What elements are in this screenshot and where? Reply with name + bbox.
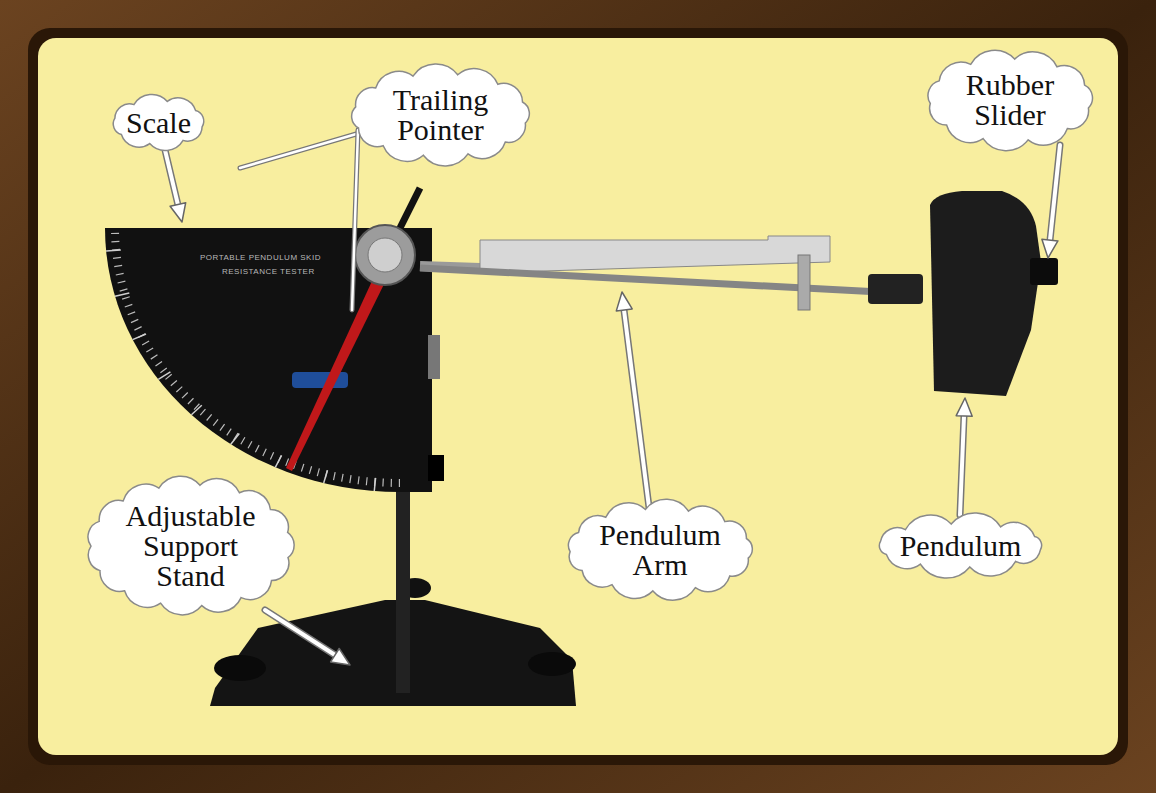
callout-cloud: Adjustable Support Stand [79, 473, 302, 618]
callout-text: Pendulum [900, 531, 1022, 561]
background [38, 38, 1118, 755]
device-inscription: RESISTANCE TESTER [222, 268, 315, 276]
part-label: Adjustable Support Stand [116, 501, 266, 591]
callout-text: Adjustable Support Stand [116, 501, 266, 591]
callout-cloud: Rubber Slider [918, 47, 1102, 153]
pivot [355, 225, 415, 285]
rubber-slider [1030, 258, 1058, 285]
pendulum-head [930, 191, 1041, 396]
stand-post [396, 488, 410, 693]
callout-text: Pendulum Arm [593, 520, 728, 580]
callout-text: Trailing Pointer [376, 85, 506, 145]
callout-text: Rubber Slider [950, 70, 1070, 130]
arm-plate [480, 236, 830, 273]
callout-cloud: Scale [102, 89, 215, 156]
arm-rod [420, 268, 880, 292]
collar [868, 274, 923, 304]
callout-cloud: Pendulum Arm [558, 497, 762, 603]
pivot-cap [368, 238, 402, 272]
leader-arrows [165, 130, 1060, 665]
callout-cloud: Pendulum [867, 512, 1054, 579]
device-inscription: PORTABLE PENDULUM SKID [200, 254, 321, 262]
knob [214, 655, 266, 681]
part-label: Rubber Slider [950, 70, 1070, 130]
callout-text: Scale [126, 108, 191, 138]
trailing-pointer [286, 268, 390, 471]
part-label: Pendulum [900, 531, 1022, 561]
knob [528, 652, 576, 676]
part-label: Pendulum Arm [593, 520, 728, 580]
stand-base [210, 600, 576, 706]
scale-plate [105, 228, 432, 492]
logo-badge [292, 372, 348, 388]
frame-inner [28, 28, 1128, 765]
clamp [428, 335, 440, 379]
part-label: Scale [126, 108, 191, 138]
clamp [428, 455, 444, 481]
callout-cloud: Trailing Pointer [342, 62, 539, 168]
arm-bracket [798, 255, 810, 310]
part-label: Trailing Pointer [376, 85, 506, 145]
